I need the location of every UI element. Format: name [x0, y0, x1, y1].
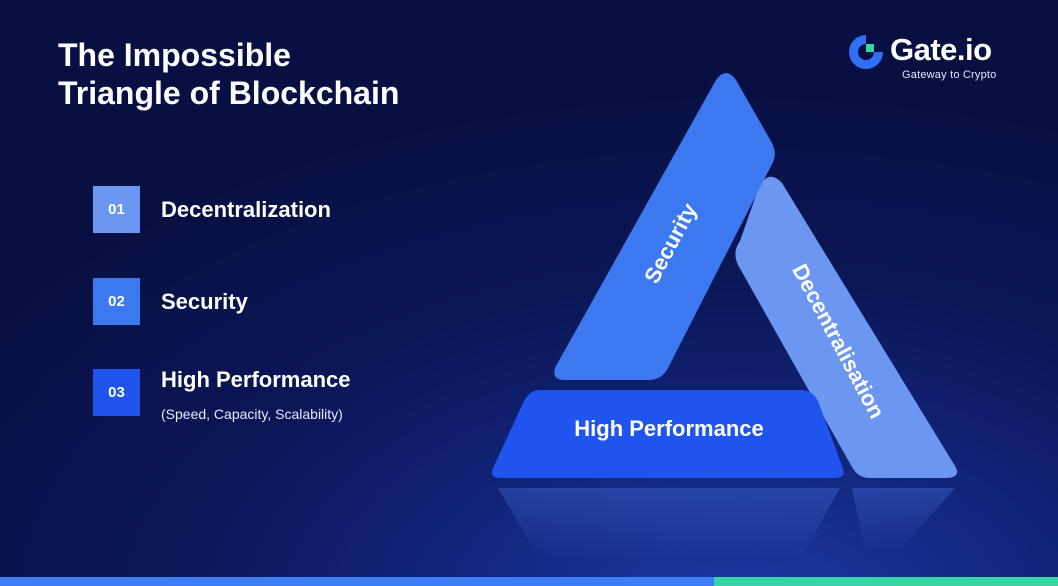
logo-tagline: Gateway to Crypto — [902, 69, 997, 81]
security-side — [554, 73, 775, 380]
decentralisation-side — [735, 176, 958, 479]
logo-wordmark: Gate.io — [890, 32, 992, 67]
base-reflection — [498, 488, 840, 560]
gate-logo-icon — [849, 35, 883, 69]
item-label: High Performance — [161, 367, 351, 392]
item-number-box: 02 — [93, 278, 140, 325]
item-label: Decentralization — [161, 197, 331, 222]
decentralisation-reflection — [852, 488, 955, 550]
title-line-1: The Impossible — [58, 37, 291, 73]
gate-logo: Gate.io Gateway to Crypto — [846, 30, 1026, 86]
item-number-box: 03 — [93, 369, 140, 416]
item-number-box: 01 — [93, 186, 140, 233]
slide-title: The Impossible Triangle of Blockchain — [58, 36, 498, 112]
title-line-2: Triangle of Blockchain — [58, 75, 400, 111]
footer-bar-green — [714, 577, 1058, 586]
high-performance-label: High Performance — [574, 416, 764, 441]
footer-bar-blue — [0, 577, 714, 586]
item-sublabel: (Speed, Capacity, Scalability) — [161, 406, 343, 422]
high-performance-side — [492, 390, 844, 478]
item-label: Security — [161, 289, 248, 314]
